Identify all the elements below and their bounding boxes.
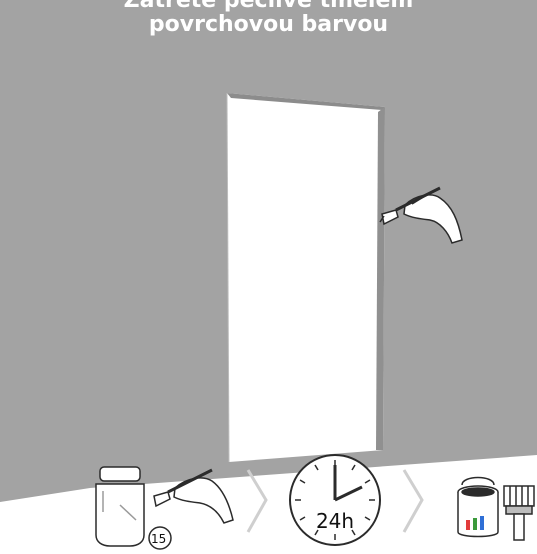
chevron-right-icon — [248, 470, 266, 532]
door-opening — [227, 93, 385, 462]
jar-number: 15 — [151, 532, 166, 546]
paint-can-icon — [458, 478, 498, 537]
chevron-right-icon — [404, 470, 422, 532]
caption-line-2: povrchovou barvou — [0, 12, 537, 38]
paint-brush-icon — [504, 486, 534, 540]
timer-label: 24h — [316, 509, 354, 533]
